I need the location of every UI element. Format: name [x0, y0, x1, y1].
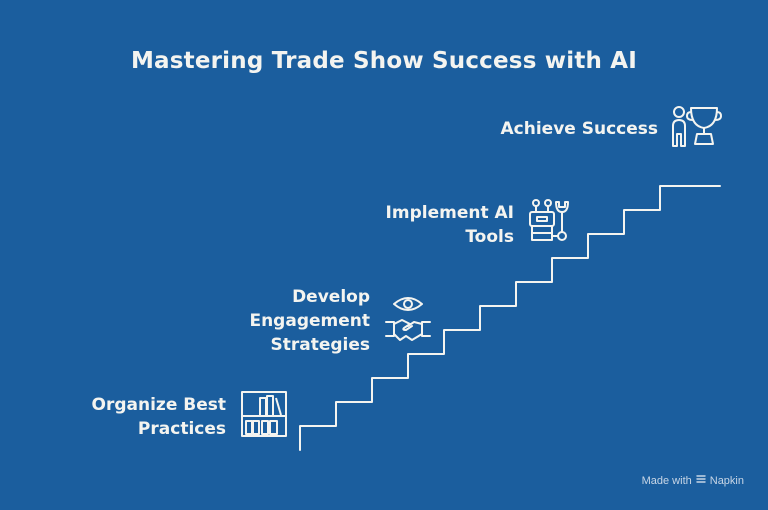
step-label-develop-engagement-strategies: Develop Engagement Strategies [249, 287, 370, 355]
step-label-organize-best-practices: Organize Best Practices [91, 395, 226, 439]
napkin-logo-icon [696, 474, 706, 487]
step-label-achieve-success: Achieve Success [500, 119, 659, 139]
bookshelf-icon [240, 390, 288, 438]
made-with-napkin-badge[interactable]: Made with Napkin [642, 474, 744, 487]
robot-wrench-icon [526, 198, 576, 246]
footer-prefix: Made with [641, 474, 692, 487]
step-label-implement-ai-tools: Implement AI Tools [385, 203, 514, 247]
diagram-title: Mastering Trade Show Success with AI [130, 48, 638, 74]
person-trophy-icon [669, 104, 723, 150]
eye-handshake-icon [384, 292, 432, 344]
footer-brand: Napkin [709, 474, 744, 487]
